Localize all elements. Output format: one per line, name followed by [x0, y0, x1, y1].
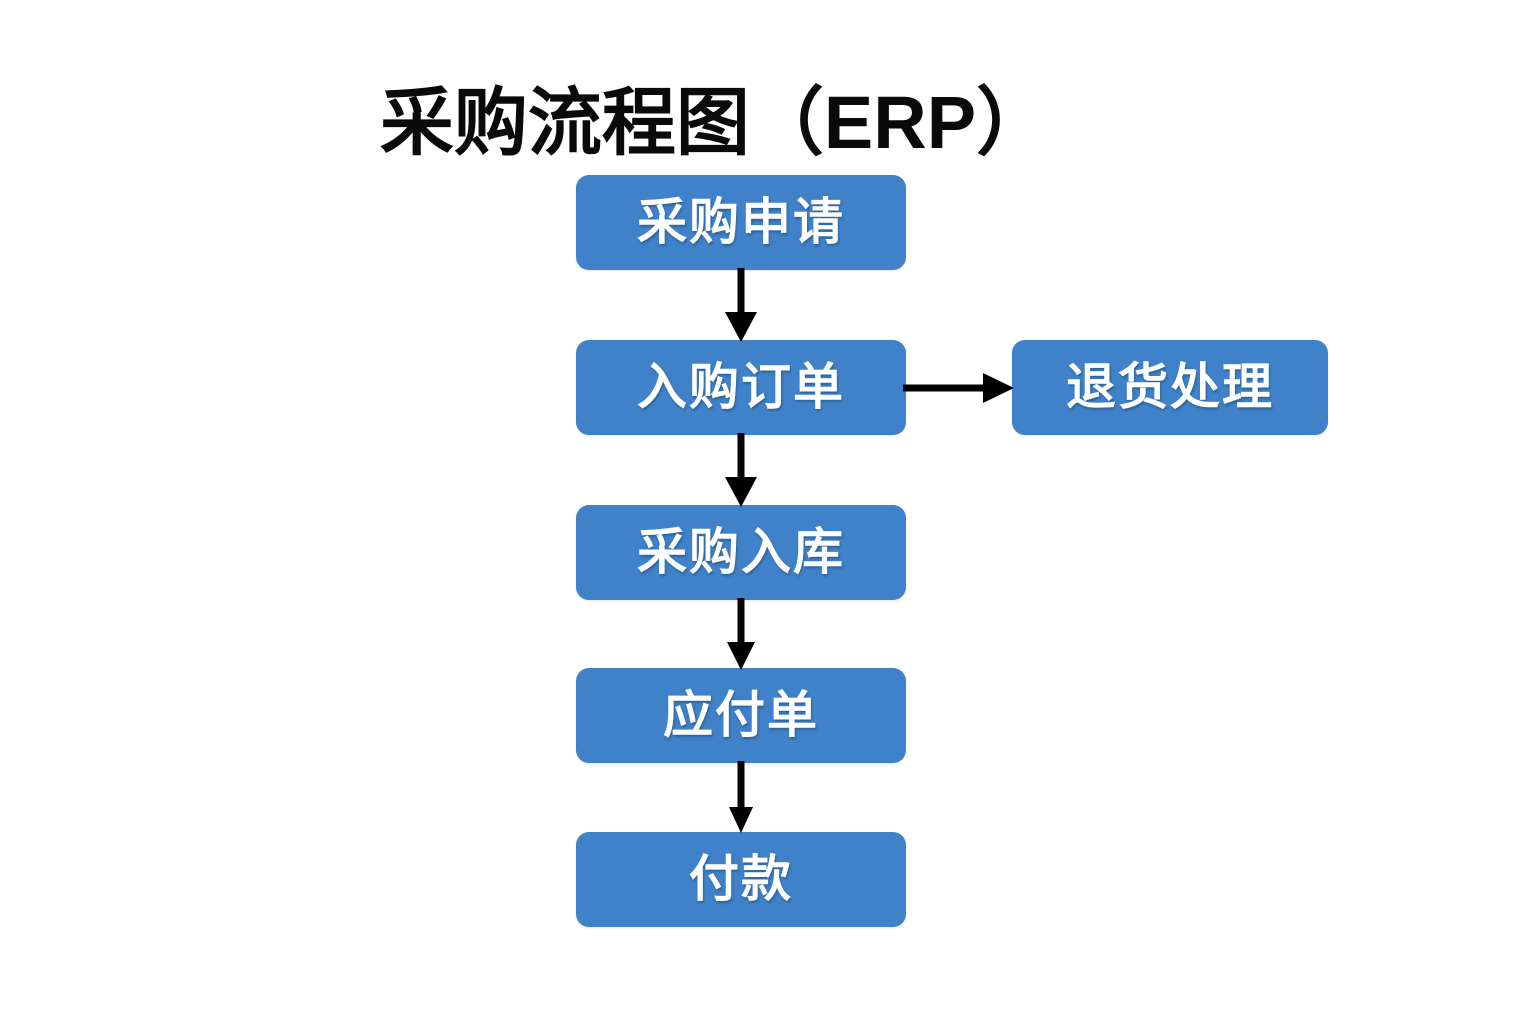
flow-node-label: 付款 — [689, 850, 793, 907]
flow-node-label: 应付单 — [663, 686, 819, 743]
arrow-order-to-inbound — [706, 433, 776, 509]
flow-node-label: 入购订单 — [637, 358, 845, 415]
flow-node-label: 采购入库 — [637, 523, 845, 580]
flow-node-purchase-inbound[interactable]: 采购入库 — [576, 505, 906, 600]
flow-node-label: 采购申请 — [637, 193, 845, 250]
flow-node-purchase-order[interactable]: 入购订单 — [576, 340, 906, 435]
flow-node-payable-bill[interactable]: 应付单 — [576, 668, 906, 763]
flow-node-purchase-requisition[interactable]: 采购申请 — [576, 175, 906, 270]
arrow-order-to-return — [903, 366, 1018, 410]
arrow-payable-to-payment — [706, 761, 776, 835]
flow-node-payment[interactable]: 付款 — [576, 832, 906, 927]
flow-node-label: 退货处理 — [1066, 358, 1274, 415]
page-title: 采购流程图（ERP） — [379, 80, 1051, 164]
arrow-inbound-to-payable — [706, 598, 776, 672]
flow-node-return-processing[interactable]: 退货处理 — [1012, 340, 1328, 435]
arrow-requisition-to-order — [706, 268, 776, 344]
